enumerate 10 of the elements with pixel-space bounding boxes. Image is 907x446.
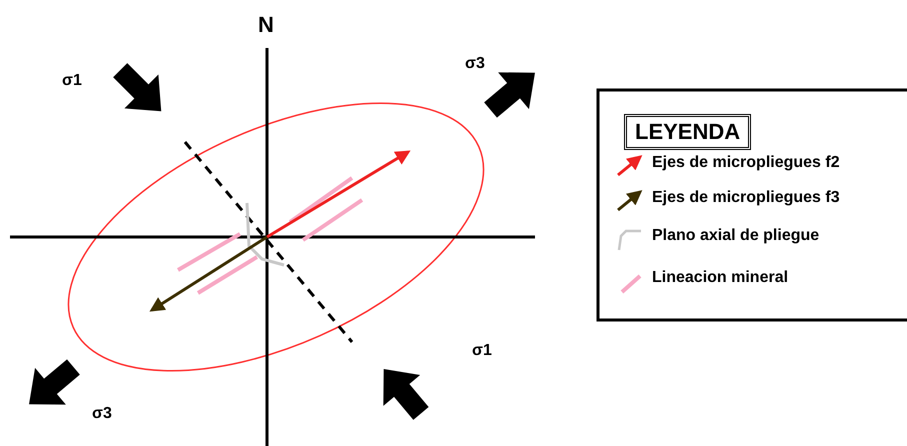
legend-text: Ejes de micropliegues f3 (652, 189, 840, 207)
stress-label: σ1 (472, 342, 492, 360)
stress-label: σ3 (465, 55, 485, 73)
legend-text: Ejes de micropliegues f2 (652, 154, 840, 172)
stress-label: σ3 (92, 405, 112, 423)
stress-label: σ1 (62, 72, 82, 90)
north-label: N (258, 12, 274, 38)
legend-text: Lineacion mineral (652, 269, 788, 287)
legend-title: LEYENDA (624, 114, 752, 150)
legend-text: Plano axial de pliegue (652, 227, 820, 245)
